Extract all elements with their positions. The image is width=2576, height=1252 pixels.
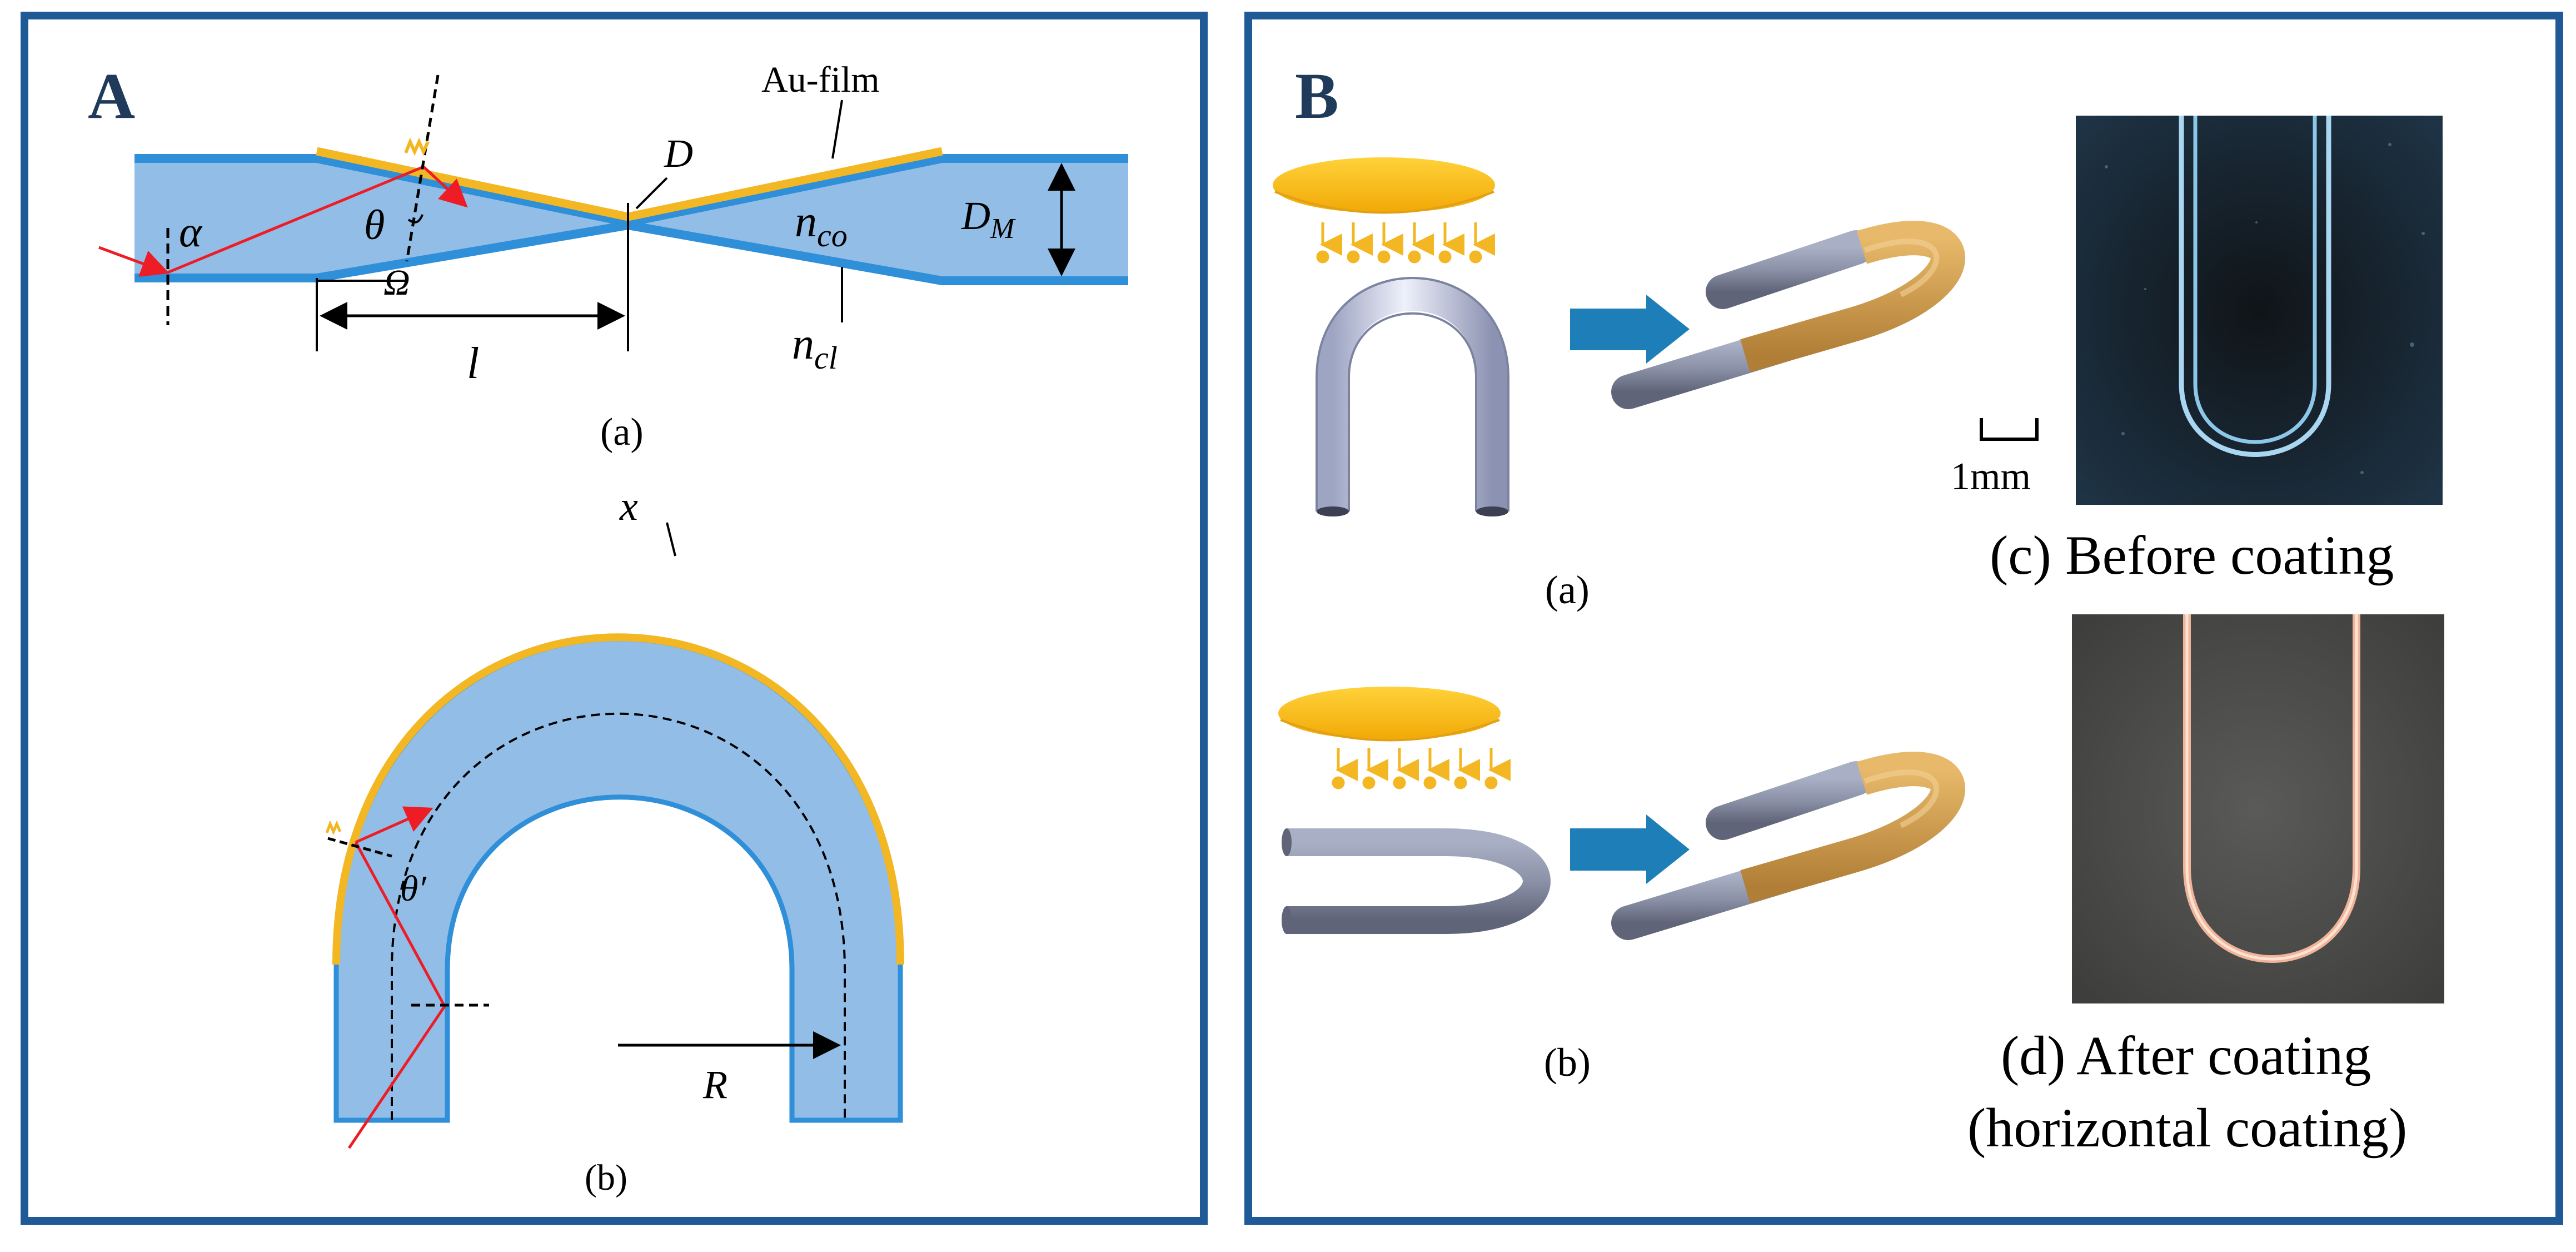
- symbol-omega: Ω: [383, 262, 410, 303]
- tapered-fiber-core: [134, 158, 1128, 281]
- symbol-x: x: [619, 484, 638, 529]
- photo-d-label-line1: (d) After coating: [2001, 1025, 2371, 1086]
- deposition-arrows-b: [1332, 748, 1511, 789]
- symbol-D: D: [664, 131, 693, 176]
- fiber-end-1: [1317, 506, 1349, 516]
- tapered-fiber-diagram: D Au-film α θ Ω l nco ncl DM (a): [98, 59, 1128, 454]
- bent-fiber-diagram: x θ′ R (b): [325, 484, 904, 1198]
- normal-surface: [405, 74, 440, 262]
- symbol-R: R: [702, 1062, 728, 1107]
- caption-b-right: (b): [1544, 1040, 1591, 1085]
- bent-normal-top: [327, 837, 392, 858]
- evanescent-wave: [404, 137, 430, 156]
- panel-a-letter: A: [88, 59, 135, 132]
- panel-b-frame: [1244, 12, 2563, 1225]
- theta-arc: [407, 214, 423, 223]
- caption-b-left: (b): [585, 1157, 627, 1198]
- bent-evanescent: [325, 820, 342, 836]
- symbol-alpha: α: [179, 207, 203, 256]
- symbol-length: l: [467, 339, 479, 388]
- photo-fiber-after-highlight: [2185, 614, 2358, 961]
- fiber-end-4: [1282, 906, 1292, 934]
- disc-rim-a: [1274, 191, 1494, 214]
- scale-bar-label: 1mm: [1951, 455, 2031, 498]
- bent-reflected-ray: [355, 806, 434, 844]
- bent-fiber-gold-coating: [332, 633, 904, 965]
- process-arrow-b: [1570, 814, 1690, 884]
- u-fiber-vertical: [1317, 279, 1508, 511]
- photo-noise: [2105, 143, 2425, 474]
- disc-rim-b: [1280, 719, 1500, 742]
- symbol-n-clad: ncl: [792, 320, 838, 376]
- photo-fiber-before: [2179, 116, 2331, 457]
- photo-before-coating: 1mm (c) Before coating: [1951, 116, 2443, 586]
- coated-fiber-a: [1611, 221, 1965, 409]
- caption-a-left: (a): [600, 411, 644, 454]
- symbol-theta: θ: [364, 202, 385, 249]
- photo-c-label: (c) Before coating: [1990, 524, 2394, 586]
- symbol-DM: DM: [961, 193, 1016, 245]
- au-film-label: Au-film: [761, 59, 880, 100]
- u-fiber-vertical-outline: [1316, 277, 1509, 511]
- scale-bar: [1980, 418, 2039, 441]
- reflected-ray: [422, 166, 468, 208]
- photo-fiber-before-inner: [2193, 116, 2317, 444]
- deposition-arrows-a: [1316, 222, 1495, 264]
- x-leader: [666, 522, 676, 557]
- gold-source-disc-b: [1278, 687, 1501, 740]
- gold-source-disc-a: [1273, 157, 1495, 213]
- coating-process-vertical: (a): [1273, 157, 1965, 612]
- symbol-n-core: nco: [795, 197, 848, 254]
- u-fiber-horizontal: [1287, 828, 1551, 934]
- incident-ray: [98, 246, 170, 277]
- photo-after-coating: (d) After coating (horizontal coating): [1967, 614, 2444, 1159]
- panel-a-frame: [21, 12, 1208, 1225]
- symbol-theta-prime: θ′: [400, 868, 427, 909]
- coating-process-horizontal: (b): [1278, 687, 1965, 1085]
- process-arrow-a: [1570, 295, 1690, 364]
- photo-d-label-line2: (horizontal coating): [1967, 1097, 2407, 1159]
- caption-a-right: (a): [1545, 568, 1590, 612]
- coated-fiber-b: [1611, 752, 1965, 940]
- fiber-end-3: [1282, 828, 1292, 856]
- bent-fiber-centerline: [391, 712, 846, 1120]
- au-film-leader: [831, 100, 843, 159]
- fiber-end-2: [1476, 506, 1508, 516]
- waist-leader: [635, 177, 668, 210]
- panel-b-letter: B: [1295, 59, 1339, 132]
- ray-through-core: [167, 165, 424, 274]
